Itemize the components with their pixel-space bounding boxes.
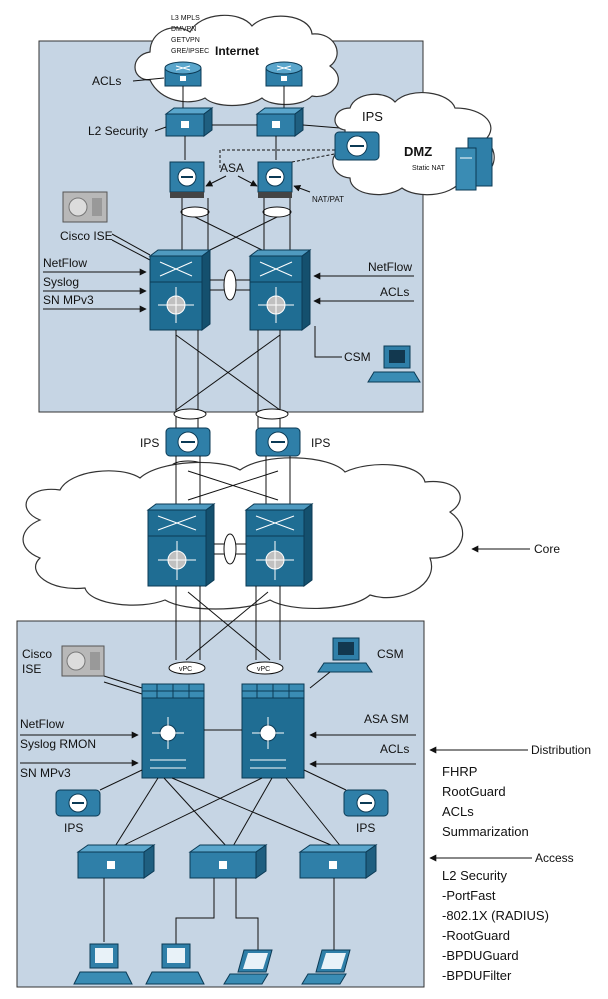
cisco-ise-label: Cisco <box>22 647 52 661</box>
vpc-ring <box>246 661 284 675</box>
cisco-ise-appliance <box>61 645 105 677</box>
acls-label: ACLs <box>92 74 121 88</box>
feed-left: NetFlow <box>20 717 64 731</box>
csm-workstation-icon <box>367 345 421 383</box>
ips-sensor-left <box>55 789 101 817</box>
nat-pat-label: NAT/PAT <box>312 195 344 204</box>
laptop-icon <box>223 949 273 985</box>
feed-right: ASA SM <box>364 712 409 726</box>
feed-right: ACLs <box>380 285 409 299</box>
vpn-item: GRE/IPSEC <box>171 48 209 55</box>
access-label: Access <box>535 851 574 865</box>
static-nat-label: Static NAT <box>412 165 446 172</box>
l2-switch-right <box>255 107 305 137</box>
feed-left: SN MPv3 <box>20 766 71 780</box>
port-channel-ring <box>223 269 237 301</box>
laptop-icon <box>301 949 351 985</box>
access-switch-2 <box>188 844 268 879</box>
access-feature: -RootGuard <box>442 928 510 943</box>
feed-left: SN MPv3 <box>43 293 94 307</box>
ips-label: IPS <box>356 821 375 835</box>
feed-left: Syslog RMON <box>20 737 96 751</box>
vpc-ring <box>168 661 206 675</box>
edge-router-right <box>265 61 303 87</box>
feed-right: NetFlow <box>368 260 412 274</box>
core-switch-left <box>146 503 216 587</box>
ips-sensor-left <box>165 427 211 457</box>
dmz-ips-device <box>334 131 380 161</box>
feed-left: Syslog <box>43 275 79 289</box>
feed-right: ACLs <box>380 742 409 756</box>
vpc-label: vPC <box>179 666 192 673</box>
dmz-ips-label: IPS <box>362 109 383 124</box>
access-feature: -BPDUFilter <box>442 968 512 983</box>
dmz-title: DMZ <box>404 144 432 159</box>
port-channel-ring <box>255 408 289 420</box>
ips-sensor-right <box>343 789 389 817</box>
access-feature: L2 Security <box>442 868 508 883</box>
distribution-switch-right <box>241 683 305 779</box>
distribution-feature: FHRP <box>442 764 477 779</box>
multilayer-switch-right <box>248 249 312 331</box>
port-channel-ring <box>173 408 207 420</box>
ips-label: IPS <box>64 821 83 835</box>
cisco-ise-label: ISE <box>22 662 41 676</box>
desktop-pc-icon <box>73 943 133 985</box>
core-switch-right <box>244 503 314 587</box>
csm-label: CSM <box>377 647 404 661</box>
edge-router-left <box>164 61 202 87</box>
csm-label: CSM <box>344 350 371 364</box>
vpn-item: DMVPN <box>171 26 196 33</box>
l2-switch-left <box>164 107 214 137</box>
asa-label: ASA <box>220 161 244 175</box>
core-label: Core <box>534 542 560 556</box>
internet-cloud <box>134 14 339 107</box>
port-channel-ring <box>180 206 210 218</box>
feed-left: NetFlow <box>43 256 87 270</box>
l2-security-label: L2 Security <box>88 124 148 138</box>
core-cloud <box>22 457 463 610</box>
csm-workstation-icon <box>317 637 373 673</box>
access-switch-1 <box>76 844 156 879</box>
port-channel-ring <box>262 206 292 218</box>
vpc-label: vPC <box>257 666 270 673</box>
internet-title: Internet <box>215 44 259 58</box>
access-feature: -PortFast <box>442 888 496 903</box>
dmz-server-icon <box>455 137 493 191</box>
distribution-switch-left <box>141 683 205 779</box>
ips-sensor-right <box>255 427 301 457</box>
asa-firewall-left <box>169 161 205 198</box>
distribution-feature: ACLs <box>442 804 474 819</box>
distribution-feature: Summarization <box>442 824 529 839</box>
vpn-item: L3 MPLS <box>171 15 200 22</box>
distribution-feature: RootGuard <box>442 784 506 799</box>
desktop-pc-icon <box>145 943 205 985</box>
access-feature: -BPDUGuard <box>442 948 519 963</box>
port-channel-ring <box>223 533 237 565</box>
ips-label: IPS <box>140 436 159 450</box>
access-switch-3 <box>298 844 378 879</box>
multilayer-switch-left <box>148 249 212 331</box>
distribution-label: Distribution <box>531 743 591 757</box>
ips-label: IPS <box>311 436 330 450</box>
cisco-ise-label: Cisco ISE <box>60 229 113 243</box>
acls-pointer <box>132 77 165 82</box>
cisco-ise-appliance <box>62 191 108 223</box>
access-feature: -802.1X (RADIUS) <box>442 908 549 923</box>
asa-firewall-right <box>257 161 293 198</box>
vpn-item: GETVPN <box>171 37 200 44</box>
